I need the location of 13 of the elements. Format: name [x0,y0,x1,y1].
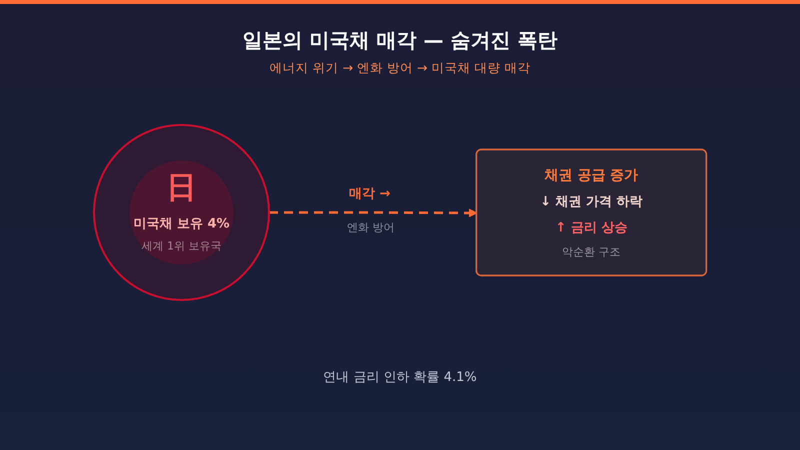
japan-character: 日 [166,170,196,205]
holding-text: 미국채 보유 4% [133,216,230,231]
footnote-text: 연내 금리 인하 확률 4.1% [323,369,477,387]
rank-note: 세계 1위 보유국 [141,239,222,252]
subtitle: 에너지 위기 → 엔화 방어 → 미국채 대량 매각 [270,59,530,76]
edge-label: 매각 → [348,184,390,203]
effect-heading: 채권 공급 증가 [544,167,638,183]
dashed-arrow [268,208,478,217]
diagram-title: 일본의 미국채 매각 — 숨겨진 폭탄 [242,27,558,53]
effect-line: ↓ 채권 가격 하락 [540,194,642,209]
edge-caption: 엔화 방어 [347,220,394,236]
effect-note: 악순환 구조 [562,245,620,258]
effect-line: ↑ 금리 상승 [555,220,628,235]
